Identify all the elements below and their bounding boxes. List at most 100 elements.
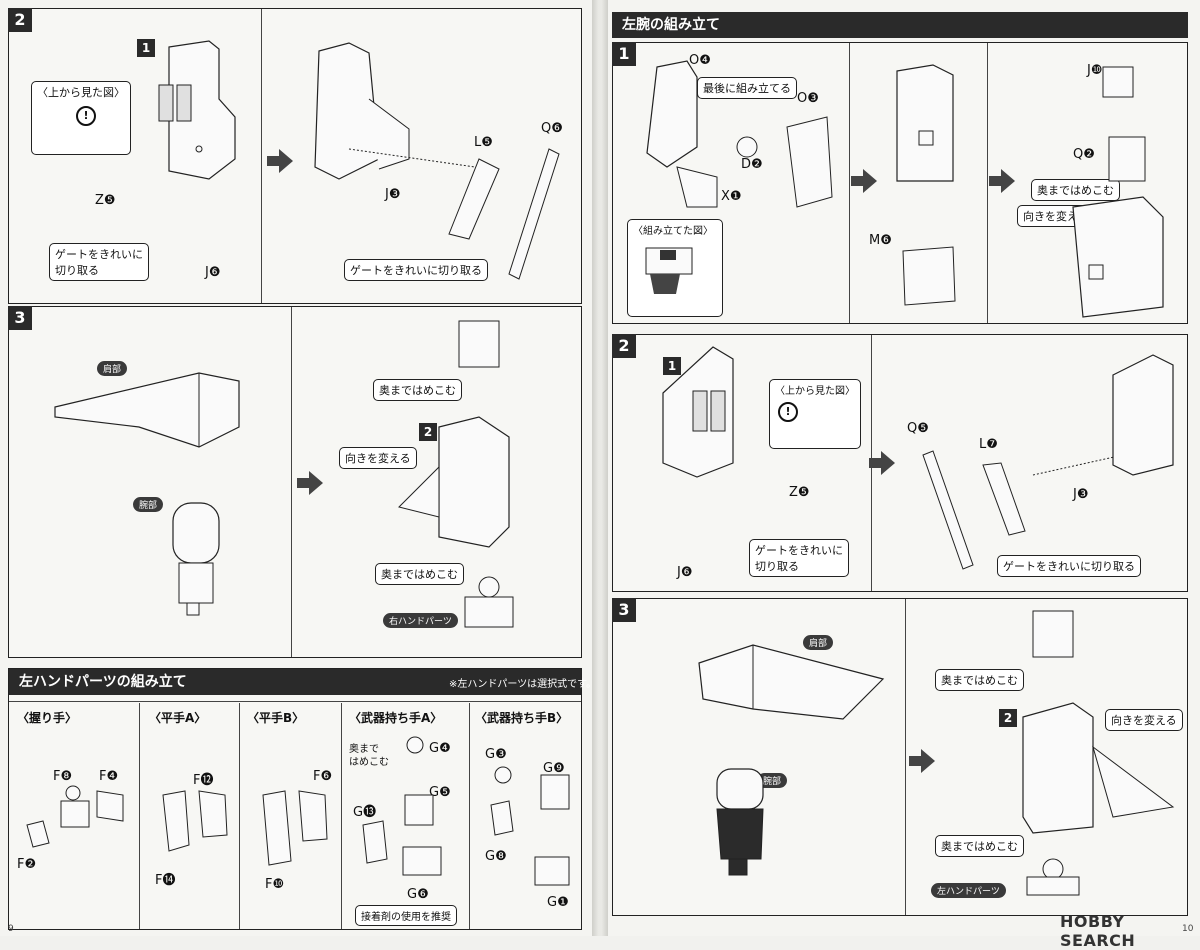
sub-step-number: 1 bbox=[663, 357, 681, 375]
divider bbox=[291, 307, 292, 657]
part-label: G❻ bbox=[407, 887, 429, 902]
hand-col-title: 〈武器持ち手A〉 bbox=[349, 711, 443, 725]
upper-arm-part-illustration bbox=[158, 40, 236, 180]
step3-panel-right: 3 肩部 腕部 奥まではめこむ 2 向きを変える 奥まではめこむ 左ハンドパーツ bbox=[612, 598, 1188, 916]
view-from-top-label: 〈上から見た図〉 bbox=[775, 386, 855, 397]
caution-icon: ! bbox=[778, 402, 798, 422]
assembled-illustration bbox=[645, 247, 693, 294]
step3-panel-left: 3 肩部 腕部 2 奥まではめこむ 向きを変える 奥まではめこむ 右ハンドパーツ bbox=[8, 306, 582, 658]
divider bbox=[341, 703, 342, 929]
arm-part-illustration bbox=[172, 502, 220, 616]
part-q2-label: Q❷ bbox=[1073, 147, 1095, 162]
part-label: F❻ bbox=[313, 769, 333, 784]
part-d2-label: D❷ bbox=[741, 157, 763, 172]
last-assemble-note: 最後に組み立てる bbox=[697, 77, 797, 99]
left-hand-section: 左ハンドパーツの組み立て ※左ハンドパーツは選択式です。 〈握り手〉 〈平手A〉… bbox=[8, 668, 596, 930]
part-z5-label: Z❺ bbox=[789, 485, 810, 500]
part-j6-label: J❻ bbox=[205, 265, 221, 280]
page-number: 10 bbox=[1182, 924, 1194, 934]
page-number: 9 bbox=[8, 924, 14, 934]
sub-step-number: 2 bbox=[999, 709, 1017, 727]
step2-panel-right: 2 1 〈上から見た図〉 ! Z❺ J❻ ゲートをきれいに 切り取る Q❺ L❼… bbox=[612, 334, 1188, 592]
divider bbox=[139, 703, 140, 929]
step-arrow bbox=[267, 149, 293, 173]
arm-label: 腕部 bbox=[133, 497, 164, 512]
part-l7-label: L❼ bbox=[979, 437, 998, 452]
push-in-note-2: 奥まではめこむ bbox=[935, 835, 1024, 857]
step-number: 2 bbox=[8, 8, 32, 32]
hand-illustration bbox=[262, 790, 328, 866]
hand-illustration bbox=[26, 785, 124, 848]
right-hand-part-label: 右ハンドパーツ bbox=[383, 613, 458, 628]
shoulder-armor-illustration bbox=[54, 372, 240, 448]
hand-col-title: 〈平手A〉 bbox=[149, 711, 207, 725]
left-page: 2 1 〈上から見た図〉 ! Z❺ J❻ ゲートをきれいに 切り取る L❺ Q❻… bbox=[0, 0, 596, 936]
view-from-top-callout: 〈上から見た図〉 ! bbox=[31, 81, 131, 155]
part-j6-label: J❻ bbox=[677, 565, 693, 580]
view-from-top-label: 〈上から見た図〉 bbox=[37, 86, 125, 99]
shoulder-label: 肩部 bbox=[97, 361, 128, 376]
gate-cut-note-2: ゲートをきれいに切り取る bbox=[344, 259, 488, 281]
caution-icon: ! bbox=[76, 106, 96, 126]
view-from-top-callout: 〈上から見た図〉 ! bbox=[769, 379, 861, 449]
part-label: G❾ bbox=[543, 761, 565, 776]
change-direction-note: 向きを変える bbox=[339, 447, 417, 469]
part-j10-label: J❿ bbox=[1087, 63, 1103, 78]
assembly-illustration bbox=[1072, 66, 1164, 318]
divider bbox=[469, 703, 470, 929]
part-label: G⓭ bbox=[353, 805, 377, 820]
assembly-illustration bbox=[646, 60, 833, 208]
push-in-note-2: 奥まではめこむ bbox=[375, 563, 464, 585]
gate-cut-note: ゲートをきれいに 切り取る bbox=[49, 243, 149, 281]
divider bbox=[239, 703, 240, 929]
step-number: 3 bbox=[612, 598, 636, 622]
divider bbox=[9, 701, 581, 702]
part-l5-label: L❺ bbox=[474, 135, 493, 150]
assembled-view-label: 〈組み立てた図〉 bbox=[633, 226, 713, 237]
push-in-note: 奥まで はめこむ bbox=[349, 744, 389, 768]
selectable-note: ※左ハンドパーツは選択式です。 bbox=[449, 679, 597, 690]
book-gutter bbox=[592, 0, 608, 936]
divider bbox=[987, 43, 988, 323]
hand-illustration bbox=[490, 766, 570, 886]
assembly-illustration bbox=[1022, 610, 1175, 896]
hobby-search-watermark: HOBBY SEARCH bbox=[1060, 912, 1200, 950]
part-o4-label: O❹ bbox=[689, 53, 711, 68]
part-label: F❽ bbox=[53, 769, 73, 784]
part-label: G❶ bbox=[547, 895, 569, 910]
part-label: F⓮ bbox=[155, 873, 176, 888]
change-direction-note: 向きを変える bbox=[1105, 709, 1183, 731]
divider bbox=[905, 599, 906, 915]
section-title: 左ハンドパーツの組み立て bbox=[9, 669, 581, 695]
push-in-note-1: 奥まではめこむ bbox=[373, 379, 462, 401]
part-x1-label: X❶ bbox=[721, 189, 742, 204]
hand-col-title: 〈武器持ち手B〉 bbox=[475, 711, 569, 725]
part-label: F❿ bbox=[265, 877, 285, 892]
assembled-view-callout: 〈組み立てた図〉 bbox=[627, 219, 723, 317]
gate-cut-note-2: ゲートをきれいに切り取る bbox=[997, 555, 1141, 577]
hand-illustration bbox=[362, 736, 442, 876]
sub-step-number: 2 bbox=[419, 423, 437, 441]
section-title-text: 左ハンドパーツの組み立て bbox=[19, 674, 187, 690]
step-arrow bbox=[909, 749, 935, 773]
hand-col-title: 〈握り手〉 bbox=[17, 711, 78, 725]
upper-arm-part-illustration bbox=[662, 346, 734, 478]
part-j3-label: J❸ bbox=[1073, 487, 1089, 502]
part-label: G❸ bbox=[485, 747, 507, 762]
step2-panel-left: 2 1 〈上から見た図〉 ! Z❺ J❻ ゲートをきれいに 切り取る L❺ Q❻… bbox=[8, 8, 582, 304]
step-arrow bbox=[869, 451, 895, 475]
part-m6-label: M❻ bbox=[869, 233, 892, 248]
assembly-illustration bbox=[398, 320, 514, 628]
step-number: 1 bbox=[612, 42, 636, 66]
step-arrow bbox=[851, 169, 877, 193]
watermark-text: HOBBY SEARCH bbox=[1060, 912, 1136, 950]
step-arrow bbox=[989, 169, 1015, 193]
part-label: G❺ bbox=[429, 785, 451, 800]
left-hand-part-label: 左ハンドパーツ bbox=[931, 883, 1006, 898]
section-title: 左腕の組み立て bbox=[612, 12, 1188, 38]
glue-recommend-note: 接着剤の使用を推奨 bbox=[355, 905, 457, 926]
step-arrow bbox=[297, 471, 323, 495]
shoulder-armor-illustration bbox=[698, 644, 885, 720]
part-label: F❹ bbox=[99, 769, 119, 784]
hand-col-title: 〈平手B〉 bbox=[247, 711, 305, 725]
